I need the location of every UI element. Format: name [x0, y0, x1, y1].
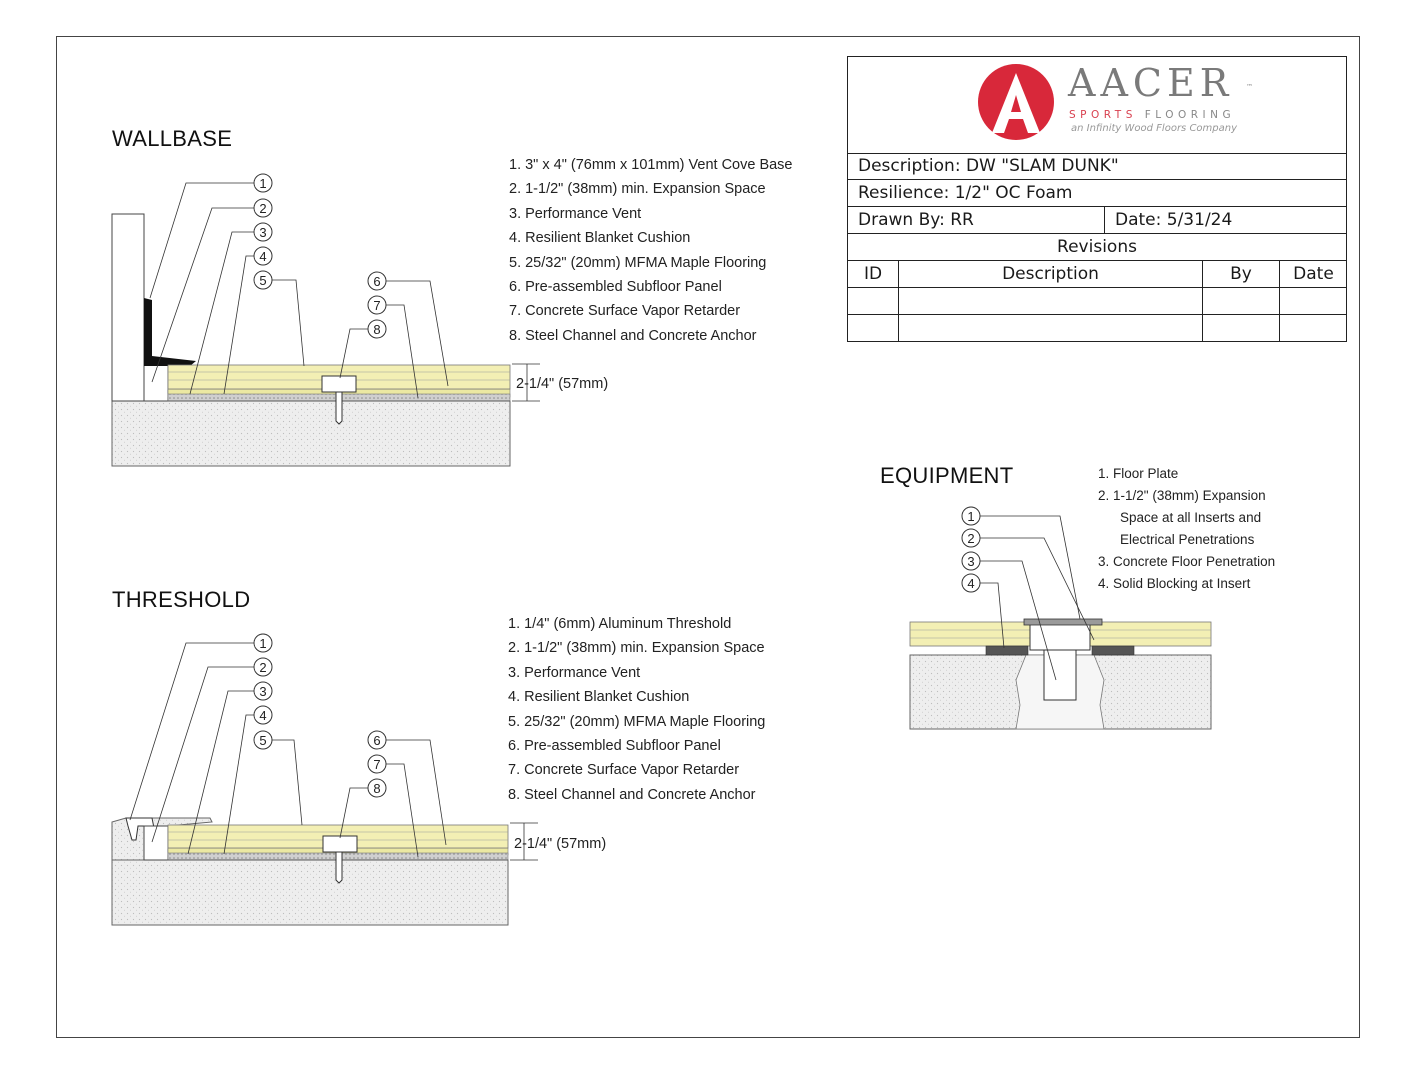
threshold-notes: 1. 1/4" (6mm) Aluminum Threshold 2. 1-1/…	[508, 616, 765, 811]
note-item: Electrical Penetrations	[1120, 532, 1255, 547]
threshold-callout-5: 5	[259, 733, 266, 748]
wallbase-callout-3: 3	[259, 225, 266, 240]
note-item: 3. Performance Vent	[508, 664, 641, 681]
note-item: 3. Performance Vent	[509, 205, 642, 222]
note-item: 4. Solid Blocking at Insert	[1098, 576, 1251, 591]
rev-header-date: Date	[1279, 261, 1347, 287]
description-value: Description: DW "SLAM DUNK"	[858, 156, 1119, 176]
brand-subtitle-rest: FLOORING	[1144, 109, 1236, 121]
brand-name: AACER	[1068, 61, 1234, 105]
wallbase-callout-5: 5	[259, 273, 266, 288]
note-item: 2. 1-1/2" (38mm) min. Expansion Space	[509, 181, 766, 198]
note-item: 1. 1/4" (6mm) Aluminum Threshold	[508, 616, 732, 632]
wallbase-callout-8: 8	[373, 322, 380, 337]
equipment-heading: EQUIPMENT	[880, 463, 1014, 488]
note-item: 6. Pre-assembled Subfloor Panel	[508, 737, 721, 754]
threshold-callout-4: 4	[259, 708, 266, 723]
equipment-callout-3: 3	[967, 554, 974, 569]
equipment-callout-4: 4	[967, 576, 974, 591]
note-item: 7. Concrete Surface Vapor Retarder	[508, 762, 740, 779]
wallbase-callout-7: 7	[373, 298, 380, 313]
note-item: 5. 25/32" (20mm) MFMA Maple Flooring	[509, 254, 767, 271]
wallbase-heading: WALLBASE	[112, 126, 233, 151]
rev-header-description: Description	[898, 261, 1202, 287]
brand-trademark: ™	[1246, 83, 1253, 91]
threshold-callout-8: 8	[373, 781, 380, 796]
threshold-callout-2: 2	[259, 660, 266, 675]
drawn-by-value: Drawn By: RR	[858, 210, 974, 230]
rev-header-id: ID	[863, 264, 883, 284]
threshold-callout-7: 7	[373, 757, 380, 772]
note-item: 6. Pre-assembled Subfloor Panel	[509, 278, 722, 295]
date-value: Date: 5/31/24	[1104, 207, 1232, 233]
note-item: 3. Concrete Floor Penetration	[1098, 554, 1276, 569]
threshold-callout-1: 1	[259, 636, 266, 651]
note-item: 8. Steel Channel and Concrete Anchor	[509, 327, 757, 344]
aacer-logo-icon	[978, 64, 1054, 140]
threshold-callout-3: 3	[259, 684, 266, 699]
title-block: AACER ™ SPORTS FLOORING an Infinity Wood…	[847, 56, 1347, 342]
brand-tagline: an Infinity Wood Floors Company	[1071, 123, 1238, 134]
note-item: 7. Concrete Surface Vapor Retarder	[509, 303, 741, 320]
wallbase-callout-1: 1	[259, 176, 266, 191]
wallbase-dimension-label: 2-1/4" (57mm)	[516, 376, 608, 392]
brand-subtitle: SPORTS FLOORING	[1069, 109, 1235, 121]
revisions-header-row: ID Description By Date	[848, 261, 1346, 288]
resilience-value: Resilience: 1/2" OC Foam	[858, 183, 1073, 203]
logo-area: AACER ™ SPORTS FLOORING an Infinity Wood…	[848, 57, 1346, 154]
equipment-callout-2: 2	[967, 531, 974, 546]
drawn-date-row: Drawn By: RR Date: 5/31/24	[848, 207, 1346, 234]
note-item: 4. Resilient Blanket Cushion	[509, 230, 691, 247]
wallbase-callout-4: 4	[259, 249, 266, 264]
drawing-sheet-border	[56, 36, 1360, 1038]
equipment-callout-1: 1	[967, 509, 974, 524]
wallbase-notes: 1. 3" x 4" (76mm x 101mm) Vent Cove Base…	[509, 157, 793, 352]
rev-header-by: By	[1202, 261, 1279, 287]
wallbase-callout-6: 6	[373, 274, 380, 289]
revisions-title-row: Revisions	[848, 234, 1346, 261]
note-item: 5. 25/32" (20mm) MFMA Maple Flooring	[508, 713, 766, 730]
note-item: 8. Steel Channel and Concrete Anchor	[508, 786, 756, 803]
note-item: 1. Floor Plate	[1098, 466, 1179, 481]
brand-subtitle-accent: SPORTS	[1069, 109, 1137, 121]
threshold-heading: THRESHOLD	[112, 587, 251, 612]
note-item: 2. 1-1/2" (38mm) Expansion	[1098, 488, 1266, 503]
note-item: 4. Resilient Blanket Cushion	[508, 689, 690, 706]
wallbase-callout-2: 2	[259, 201, 266, 216]
note-item: Space at all Inserts and	[1120, 510, 1262, 525]
note-item: 2. 1-1/2" (38mm) min. Expansion Space	[508, 640, 765, 657]
revision-row-empty	[848, 315, 1346, 341]
revisions-title: Revisions	[1057, 237, 1137, 257]
description-row: Description: DW "SLAM DUNK"	[848, 153, 1346, 180]
note-item: 1. 3" x 4" (76mm x 101mm) Vent Cove Base	[509, 157, 793, 173]
threshold-dimension-label: 2-1/4" (57mm)	[514, 836, 606, 852]
revision-row-empty	[848, 288, 1346, 315]
threshold-callout-6: 6	[373, 733, 380, 748]
resilience-row: Resilience: 1/2" OC Foam	[848, 180, 1346, 207]
equipment-notes: 1. Floor Plate 2. 1-1/2" (38mm) Expansio…	[1098, 466, 1275, 598]
